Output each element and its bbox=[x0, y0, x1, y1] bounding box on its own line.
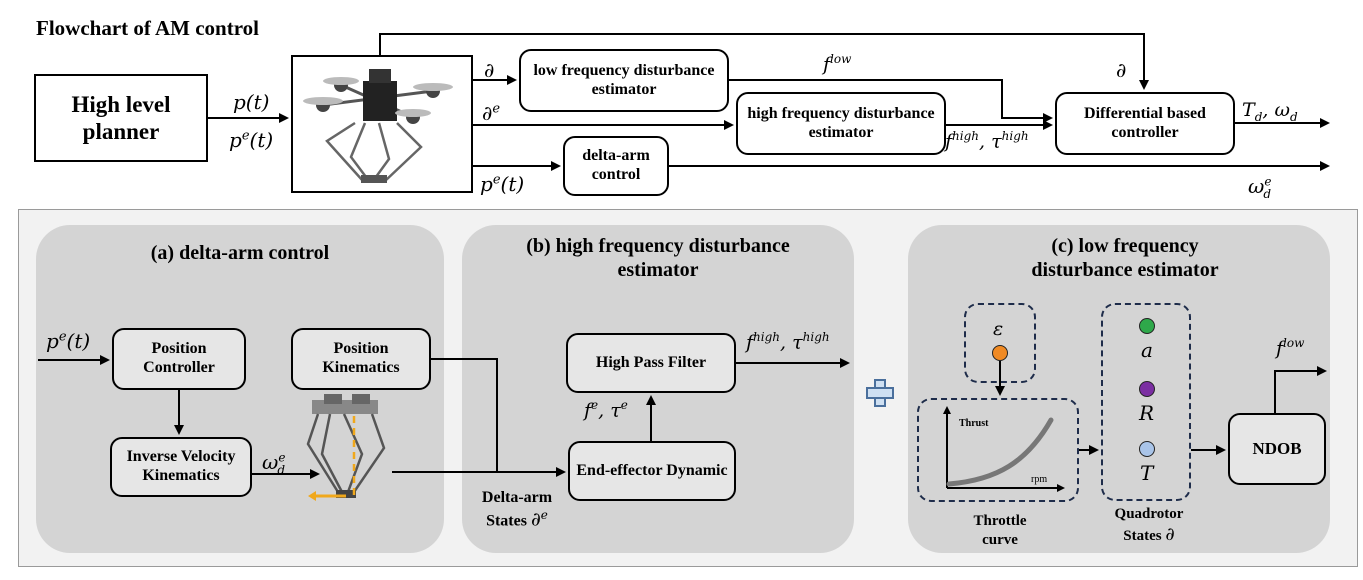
signal-pe-out: pe(t) bbox=[480, 172, 525, 196]
arrow-drone-to-controller-top bbox=[379, 33, 1149, 90]
state-a-label: a bbox=[1141, 338, 1153, 362]
inverse-velocity-kinematics-label: Inverse Velocity Kinematics bbox=[126, 448, 236, 484]
state-R-dot-icon bbox=[1139, 381, 1155, 397]
arrow-ndob-out bbox=[1274, 366, 1327, 413]
panel-b-output-f-tau: fhigh, τhigh bbox=[746, 330, 830, 354]
signal-f-tau-high: fhigh, τhigh bbox=[945, 129, 1029, 153]
ndob-label: NDOB bbox=[1252, 438, 1302, 458]
state-a-dot-icon bbox=[1139, 318, 1155, 334]
high-frequency-estimator-box: high frequency disturbance estimator bbox=[736, 92, 946, 155]
end-effector-dynamic-label: End-effector Dynamic bbox=[576, 461, 728, 479]
position-kinematics-box: Position Kinematics bbox=[291, 328, 431, 390]
signal-state-top: ∂ bbox=[1116, 58, 1127, 82]
drone-image bbox=[291, 55, 473, 193]
position-kinematics-label: Position Kinematics bbox=[322, 340, 400, 376]
state-T-label: T bbox=[1140, 461, 1154, 485]
panel-a-title: (a) delta-arm control bbox=[150, 242, 330, 264]
panel-c-title: (c) low frequency disturbance estimator bbox=[1031, 235, 1219, 281]
signal-wde: ωed bbox=[1248, 174, 1272, 201]
low-frequency-estimator-box: low frequency disturbance estimator bbox=[519, 49, 729, 112]
signal-f-low: flow bbox=[823, 52, 852, 76]
epsilon-label: ε bbox=[993, 318, 1004, 340]
line-poskin-down bbox=[431, 358, 498, 472]
delta-arm-states-caption: Delta-arm States ∂e bbox=[481, 489, 553, 531]
delta-arm-image bbox=[300, 392, 392, 506]
high-level-planner-label: High level planner bbox=[71, 91, 171, 144]
signal-p-t: p(t) bbox=[233, 90, 270, 114]
high-frequency-estimator-label: high frequency disturbance estimator bbox=[747, 104, 935, 141]
signal-Td-wd: Td, ωd bbox=[1242, 99, 1298, 124]
panel-c-output-f-low: flow bbox=[1276, 336, 1305, 360]
panel-a-output-w: ωed bbox=[262, 450, 286, 477]
throttle-curve-graph: Thrust rpm bbox=[943, 406, 1065, 492]
signal-pe-t: pe(t) bbox=[229, 128, 274, 152]
inverse-velocity-kinematics-box: Inverse Velocity Kinematics bbox=[110, 437, 252, 497]
panel-low-frequency-estimator bbox=[908, 225, 1330, 553]
signal-state-e: ∂e bbox=[482, 101, 501, 125]
position-controller-box: Position Controller bbox=[112, 328, 246, 390]
delta-arm-control-label: delta-arm control bbox=[582, 147, 650, 183]
epsilon-dot-icon bbox=[992, 345, 1008, 361]
high-level-planner-box: High level planner bbox=[34, 74, 208, 162]
drone-illustration bbox=[303, 69, 453, 183]
quadrotor-states-caption: Quadrotor States ∂ bbox=[1114, 506, 1184, 545]
arrow-low-to-controller bbox=[729, 79, 1053, 123]
end-effector-dynamic-box: End-effector Dynamic bbox=[568, 441, 736, 501]
throttle-curve-caption: Throttle curve bbox=[973, 513, 1027, 548]
low-frequency-estimator-label: low frequency disturbance estimator bbox=[533, 61, 715, 98]
page-title: Flowchart of AM control bbox=[36, 16, 259, 40]
panel-b-title: (b) high frequency disturbance estimator bbox=[526, 235, 790, 281]
state-R-label: R bbox=[1139, 401, 1155, 425]
position-controller-label: Position Controller bbox=[143, 340, 215, 376]
delta-arm-illustration bbox=[306, 394, 386, 501]
high-pass-filter-label: High Pass Filter bbox=[595, 353, 707, 371]
delta-arm-control-box: delta-arm control bbox=[563, 136, 669, 196]
panel-b-fe-taue: fe, τe bbox=[584, 398, 628, 422]
thrust-axis-label: Thrust bbox=[959, 418, 989, 429]
quadrotor-states-group bbox=[1101, 303, 1191, 501]
high-pass-filter-box: High Pass Filter bbox=[566, 333, 736, 393]
plus-icon bbox=[866, 379, 894, 407]
throttle-curve-plot: Thrust rpm bbox=[927, 404, 1069, 496]
rpm-axis-label: rpm bbox=[1031, 474, 1047, 485]
differential-controller-label: Differential based controller bbox=[1084, 104, 1206, 141]
differential-controller-box: Differential based controller bbox=[1055, 92, 1235, 155]
state-T-dot-icon bbox=[1139, 441, 1155, 457]
ndob-box: NDOB bbox=[1228, 413, 1326, 485]
panel-a-input-pe: pe(t) bbox=[46, 329, 91, 353]
throttle-curve-group bbox=[917, 398, 1079, 502]
signal-state: ∂ bbox=[484, 58, 495, 82]
